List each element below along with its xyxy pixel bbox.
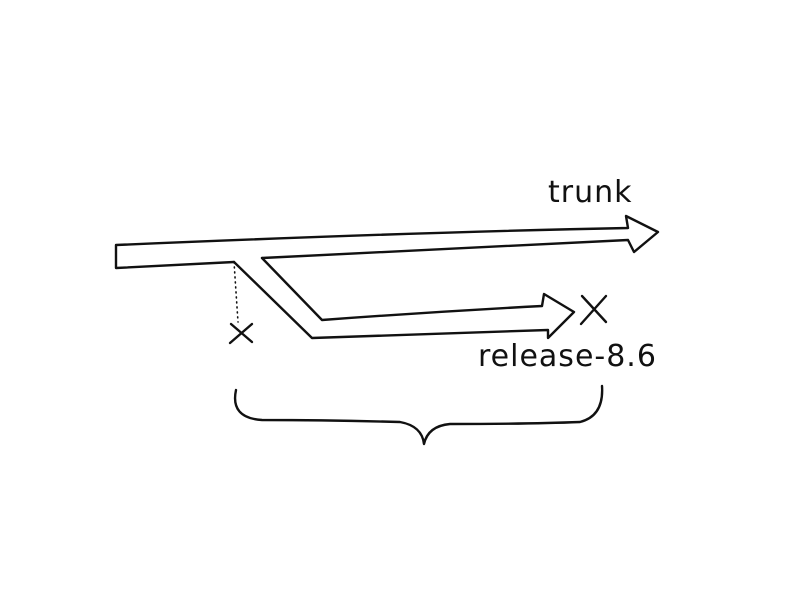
release-branch-arrow [232,256,576,340]
release-branch-label: release-8.6 [478,339,657,374]
x-mark-icon [579,294,608,326]
x-mark-icon [228,322,254,345]
trunk-arrow [114,214,660,270]
trunk-label: trunk [548,175,633,210]
branch-point-dotted-line [233,261,239,323]
curly-brace [233,384,604,446]
